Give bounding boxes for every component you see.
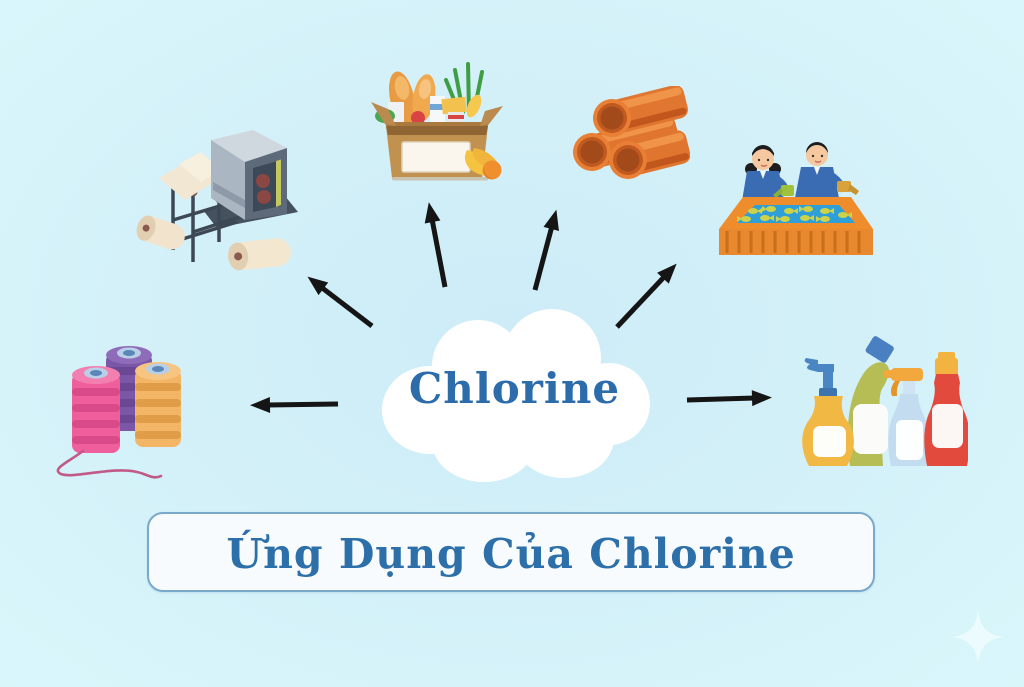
paper-manufacturing-machine-icon [136,130,298,271]
preserved-food-box-icon [371,62,503,181]
pipe-bottom-right [609,130,690,179]
pink-spool [72,366,120,453]
orange-pvc-pipes-icon [573,86,690,179]
title-text: Ứng Dụng Của Chlorine [226,530,796,578]
spray-bottle [884,368,929,466]
pipe-top [593,86,688,137]
textile-yarn-spools-icon [56,346,181,479]
arrow-to-paper [307,276,374,328]
cardboard-box [371,102,503,178]
arrow-to-food [424,202,448,288]
paper-roll-right [228,238,291,271]
arrow-to-pipes [532,209,559,291]
four-pointed-star-icon [952,610,1004,664]
food-items [375,62,484,125]
toilet-cleaner-bottle [847,336,894,466]
arrow-to-cleaning [686,390,772,407]
man-figure [794,142,859,203]
cloud-shape [382,309,650,482]
fish-group [737,206,852,222]
arrow-to-pool [615,263,677,329]
red-bottle [924,352,968,466]
paper-roll-left [136,215,185,250]
machine-frame [171,184,250,262]
pump-soap-bottle [802,358,854,466]
arrow-to-textiles [250,396,339,413]
bananas-and-orange [464,148,502,180]
cleaning-products-icon [802,336,968,466]
pool [719,197,873,255]
title-box: Ứng Dụng Của Chlorine [147,512,875,592]
yarn-thread [56,449,163,479]
cloud-label: Chlorine [408,364,621,413]
orange-spool [135,362,181,447]
water-treatment-pool-icon [719,142,873,255]
